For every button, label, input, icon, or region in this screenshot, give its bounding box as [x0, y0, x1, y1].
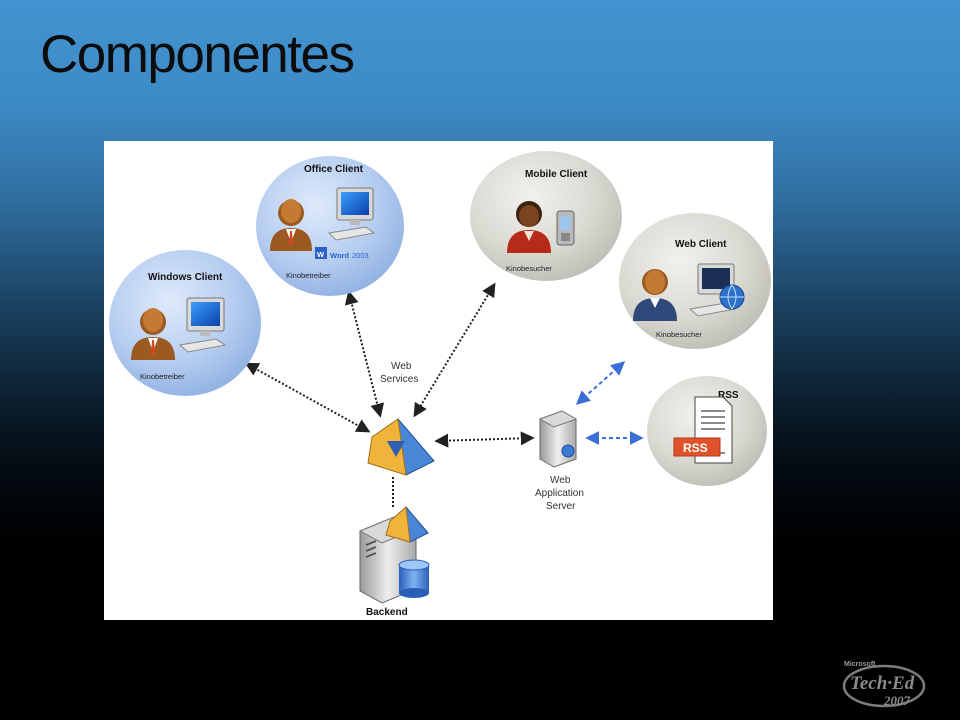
- slide-title: Componentes: [40, 25, 355, 84]
- word-badge-year: 2003: [352, 251, 369, 260]
- office-client-title: Office Client: [304, 164, 364, 175]
- logo-brand: Microsoft: [844, 661, 876, 668]
- mobile-client-caption: Kinobesucher: [506, 264, 552, 273]
- windows-client-caption: Kinobetreiber: [140, 372, 185, 381]
- web-services-node: Web Services: [367, 361, 435, 476]
- desktop-computer-icon: [327, 187, 376, 241]
- office-client-node: Office Client W Word 2003 Kinobetreibe: [256, 156, 404, 296]
- person-icon: [270, 199, 312, 251]
- web-client-caption: Kinobesucher: [656, 330, 702, 339]
- architecture-diagram: Office Client W Word 2003 Kinobetreibe: [104, 141, 773, 620]
- office-client-caption: Kinobetreiber: [286, 271, 331, 280]
- web-service-icon: [385, 505, 429, 543]
- person-icon: [507, 201, 551, 253]
- web-app-server-label-line2: Application: [535, 488, 584, 499]
- mobile-client-title: Mobile Client: [525, 169, 588, 180]
- diagram-canvas: Office Client W Word 2003 Kinobetreibe: [109, 151, 771, 618]
- rss-title: RSS: [718, 390, 739, 401]
- globe-icon: [719, 284, 745, 310]
- web-app-server-label-line3: Server: [546, 501, 576, 512]
- connector-services-appserver: [434, 431, 535, 448]
- rss-node: RSS RSS: [647, 376, 767, 486]
- teched-2007-logo: Microsoft Tech·Ed 2007: [838, 656, 928, 712]
- person-icon: [131, 308, 175, 360]
- word-2003-icon: W Word 2003: [315, 247, 369, 260]
- windows-client-node: Windows Client Kinobetreiber: [109, 250, 261, 396]
- server-icon: [538, 410, 578, 468]
- web-services-label-line2: Services: [380, 374, 418, 385]
- connector-webclient-appserver: [575, 361, 626, 405]
- logo-name: Tech·Ed: [850, 673, 915, 694]
- backend-node: Backend: [358, 505, 430, 618]
- web-client-title: Web Client: [675, 239, 727, 250]
- mobile-client-node: Mobile Client Kinobesucher: [470, 151, 622, 281]
- svg-text:W: W: [317, 250, 325, 259]
- rss-badge-label: RSS: [683, 441, 708, 455]
- web-client-node: Web Client Kinobesucher: [619, 213, 771, 349]
- teched-logo-graphic: Microsoft Tech·Ed 2007: [842, 661, 926, 708]
- person-icon: [633, 269, 677, 321]
- mobile-phone-icon: [556, 210, 575, 246]
- desktop-computer-icon: [178, 297, 227, 353]
- connector-windows-services: [244, 362, 371, 433]
- web-app-server-node: Web Application Server: [535, 410, 584, 512]
- database-icon: [398, 559, 430, 598]
- web-services-label-line1: Web: [391, 361, 412, 372]
- word-badge: Word: [330, 251, 349, 260]
- web-service-icon: [367, 418, 435, 476]
- web-app-server-label-line1: Web: [550, 475, 571, 486]
- logo-year: 2007: [883, 693, 911, 708]
- rss-badge: RSS: [673, 437, 721, 457]
- backend-title: Backend: [366, 607, 408, 618]
- windows-client-title: Windows Client: [148, 272, 223, 283]
- connector-mobile-services: [413, 282, 496, 418]
- connector-office-services: [344, 290, 385, 418]
